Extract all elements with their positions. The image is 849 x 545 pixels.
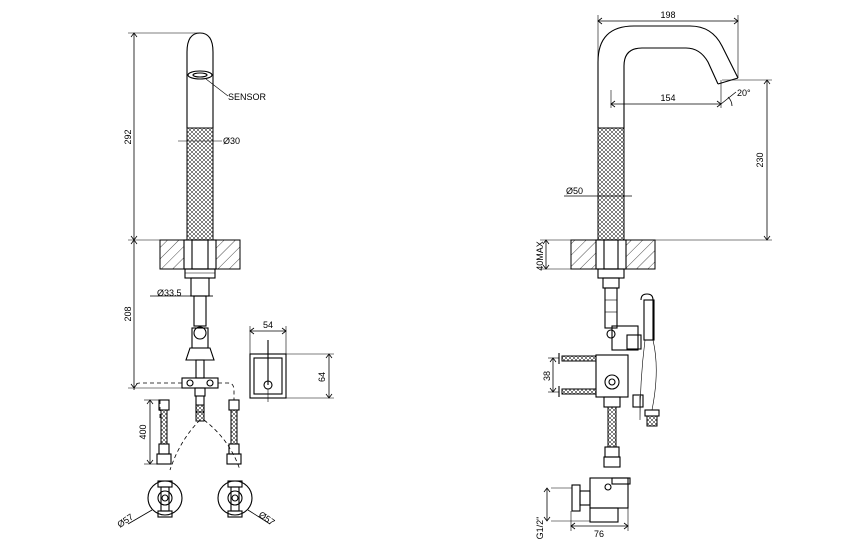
dim-230-label: 230 — [755, 152, 765, 167]
dim-d33-5: Ø33.5 — [150, 288, 213, 298]
left-valve-a — [147, 480, 183, 518]
right-deck — [570, 239, 656, 270]
left-sensor-box — [249, 340, 287, 402]
dim-198: 198 — [597, 10, 739, 78]
dim-38-label: 38 — [542, 371, 552, 381]
dim-thread: G1/2" — [535, 487, 551, 540]
dim-d57-left: Ø57 — [115, 509, 153, 530]
right-sensor-cable — [632, 293, 660, 427]
dim-400-label: 400 — [138, 424, 148, 439]
dim-198-label: 198 — [660, 10, 675, 20]
dim-angle: 20° — [720, 88, 751, 107]
dim-154-label: 154 — [660, 93, 675, 103]
dim-d33-5-label: Ø33.5 — [157, 288, 182, 298]
dim-292-label: 292 — [123, 129, 133, 144]
left-knurled-body — [186, 127, 214, 241]
dim-230: 230 — [655, 79, 772, 241]
dim-40max-label: 40MAX — [535, 241, 545, 271]
dim-40max: 40MAX — [535, 239, 571, 271]
right-shank — [595, 268, 642, 468]
left-spout — [186, 32, 229, 128]
dim-38: 38 — [542, 357, 559, 393]
dim-64-label: 64 — [317, 372, 327, 382]
dim-d50: Ø50 — [564, 186, 632, 197]
left-hose-b — [226, 399, 242, 465]
dim-400: 400 — [138, 399, 160, 465]
left-deck — [159, 239, 241, 270]
dim-76-label: 76 — [594, 529, 604, 539]
left-view: 292 208 Ø30 SENSOR Ø33.5 54 — [115, 32, 334, 530]
dim-d57-right: Ø57 — [247, 509, 277, 527]
dim-76: 76 — [570, 508, 629, 539]
dim-154: 154 — [610, 80, 722, 108]
right-view: 198 154 20° 230 Ø50 — [535, 10, 772, 539]
left-shank — [181, 268, 219, 422]
dim-thread-label: G1/2" — [535, 517, 545, 540]
dim-angle-label: 20° — [737, 88, 751, 98]
dim-d57-right-label: Ø57 — [257, 509, 277, 527]
dim-d30-label: Ø30 — [223, 136, 240, 146]
right-wall-screws — [558, 353, 597, 397]
right-angle-valve — [551, 477, 631, 523]
dim-54: 54 — [249, 320, 287, 354]
left-valve-b — [217, 480, 253, 518]
dim-208-label: 208 — [123, 306, 133, 321]
right-knurled-body — [597, 127, 625, 241]
left-hose-a — [156, 399, 172, 465]
right-spout — [597, 25, 739, 128]
dim-208: 208 — [123, 239, 182, 389]
dim-d57-left-label: Ø57 — [115, 512, 135, 530]
dim-64: 64 — [286, 353, 334, 399]
sensor-label: SENSOR — [228, 92, 267, 102]
dim-54-label: 54 — [263, 320, 273, 330]
dim-d50-label: Ø50 — [566, 186, 583, 196]
